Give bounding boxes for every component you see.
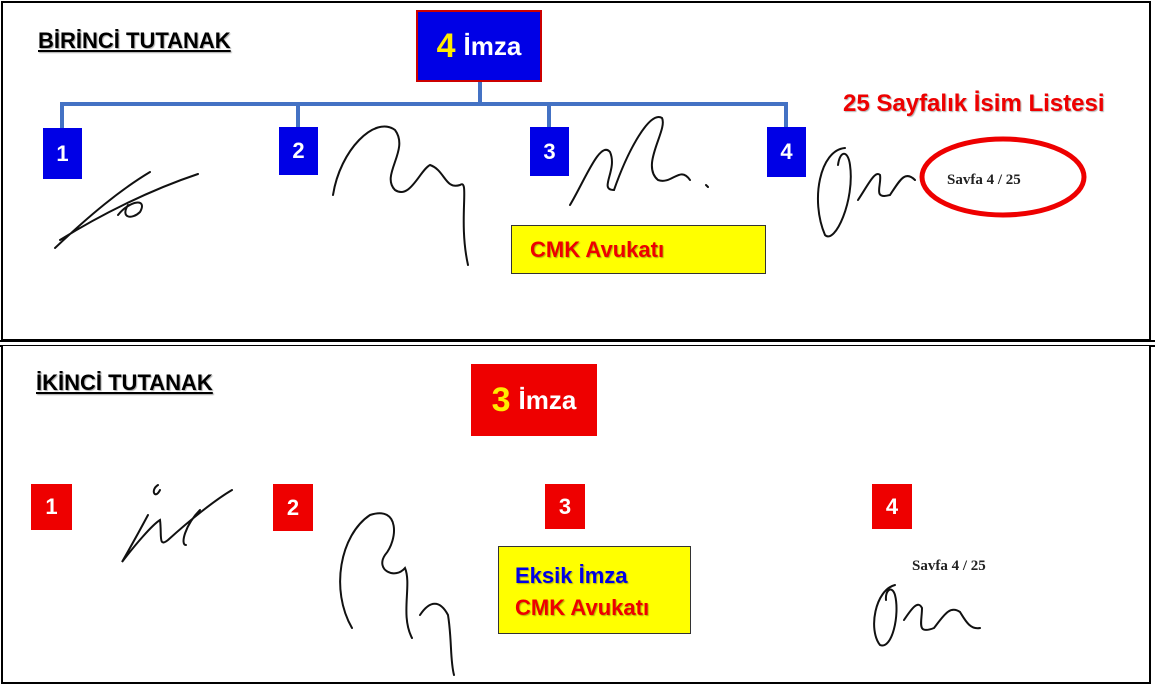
first-record-box-1: 1: [43, 128, 82, 179]
second-record-note: Eksik İmza CMK Avukatı: [498, 546, 691, 634]
signature-1: [121, 484, 233, 563]
first-record-box-3: 3: [530, 127, 569, 176]
second-record-box-2: 2: [273, 484, 313, 531]
signature-2: [332, 125, 469, 266]
first-record-signature-count: 4: [436, 26, 456, 65]
second-record-title-box: 3 İmza: [471, 364, 597, 436]
first-record-box-4: 4: [767, 127, 806, 177]
signature-1: [54, 171, 199, 249]
signature-3: [569, 116, 709, 206]
second-record-note-line-1: Eksik İmza: [515, 563, 628, 588]
second-record-box-3: 3: [545, 484, 585, 529]
first-record-page-number: Savfa 4 / 25: [947, 172, 1021, 188]
first-record-heading: BİRİNCİ TUTANAK: [38, 28, 231, 53]
second-record-page-number: Savfa 4 / 25: [912, 558, 986, 574]
first-record-box-2: 2: [279, 127, 318, 175]
signature-2: [339, 512, 455, 676]
second-record-title-word: İmza: [518, 384, 577, 415]
second-record-box-1: 1: [31, 484, 72, 530]
signature-4: [817, 147, 916, 238]
second-record-heading: İKİNCİ TUTANAK: [36, 370, 213, 395]
name-list-label: 25 Sayfalık İsim Listesi: [843, 90, 1105, 117]
second-record-note-line-2: CMK Avukatı: [515, 595, 650, 620]
first-record-title-word: İmza: [463, 30, 522, 61]
first-record-title-box: 4 İmza: [416, 10, 542, 82]
first-record-panel: [1, 1, 1151, 341]
second-record-box-4: 4: [872, 484, 912, 529]
signature-4: [873, 584, 981, 647]
divider-line-1: [0, 340, 1155, 342]
second-record-signature-count: 3: [491, 380, 511, 419]
first-record-note-line: CMK Avukatı: [530, 237, 665, 262]
first-record-note: CMK Avukatı: [511, 225, 766, 274]
